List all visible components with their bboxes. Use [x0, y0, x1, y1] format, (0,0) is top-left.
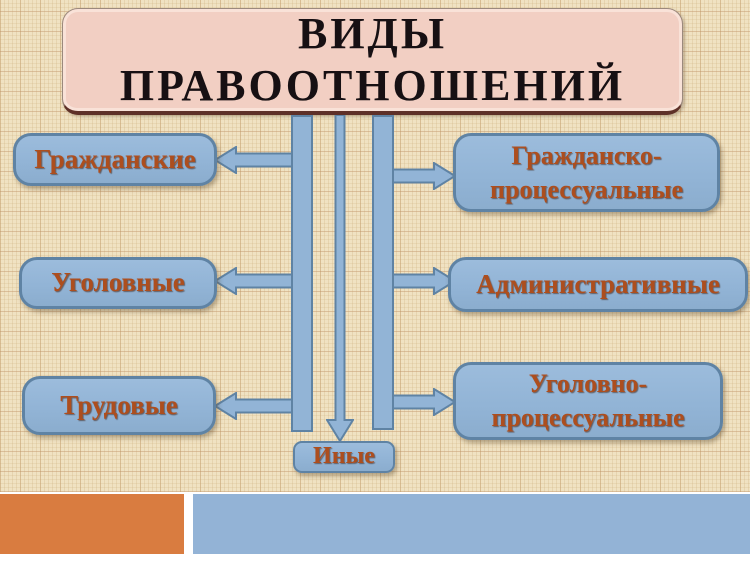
node-label: Иные: [313, 443, 375, 470]
arrow-right-icon: [392, 388, 456, 416]
node-trudovye: Трудовые: [22, 376, 216, 435]
arrow-right-icon: [392, 267, 456, 295]
node-label: Трудовые: [60, 389, 178, 420]
node-inye: Иные: [293, 441, 395, 473]
arrow-left-icon: [214, 267, 293, 295]
arrow-right-icon: [392, 162, 456, 190]
connector-bar-right: [372, 115, 394, 430]
node-label: Гражданские: [34, 143, 196, 174]
node-administrativnye: Административные: [448, 257, 748, 312]
node-grazhdanskie: Гражданские: [13, 133, 217, 186]
node-ugolovno-processualnye: Уголовно- процессуальные: [453, 362, 723, 440]
arrow-left-icon: [214, 392, 293, 420]
node-label: Уголовные: [51, 267, 185, 298]
connector-bar-left: [291, 115, 313, 432]
node-ugolovnye: Уголовные: [19, 257, 217, 309]
footer-orange-bar: [0, 494, 184, 554]
footer-blue-bar: [193, 494, 750, 554]
arrow-down-icon: [326, 115, 354, 442]
node-label: Уголовно- процессуальные: [491, 369, 685, 432]
node-label: Гражданско- процессуальные: [489, 140, 684, 204]
page-title-box: ВИДЫ ПРАВООТНОШЕНИЙ: [62, 8, 683, 115]
page-title: ВИДЫ ПРАВООТНОШЕНИЙ: [119, 9, 626, 110]
node-label: Административные: [476, 268, 720, 299]
arrow-left-icon: [214, 146, 293, 174]
node-grazhdansko-processualnye: Гражданско- процессуальные: [453, 133, 720, 212]
